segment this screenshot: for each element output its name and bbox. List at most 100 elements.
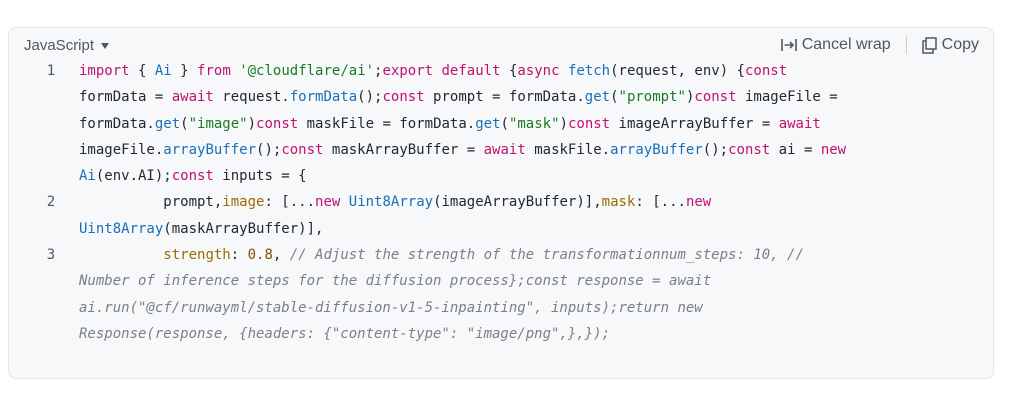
keyword: const [694, 89, 737, 106]
keyword: const [567, 115, 611, 132]
code-token: ) [559, 115, 568, 132]
code-line-1: 1 import { Ai } from '@cloudflare/ai';ex… [9, 58, 846, 189]
code-token: formData. [79, 115, 155, 132]
copy-button[interactable]: Copy [921, 36, 979, 54]
code-token [560, 63, 568, 79]
line-number: 2 [46, 194, 56, 211]
caret-down-icon [101, 42, 110, 49]
code-token [340, 194, 348, 210]
code-token: formData = [79, 89, 172, 106]
code-token: inputs = { [213, 168, 307, 185]
keyword: import [79, 63, 130, 79]
string-literal: '@cloudflare/ai' [239, 63, 375, 79]
code-token: ) [685, 89, 695, 106]
function-name: get [154, 115, 181, 132]
code-token: : [230, 247, 248, 264]
code-comment: Response(response, {headers: {"content-t… [79, 325, 611, 342]
function-name: get [584, 89, 611, 106]
toolbar-actions: Cancel wrap Copy [780, 36, 979, 54]
keyword: default [441, 63, 501, 79]
code-block: JavaScript Cancel wrap Copy [8, 27, 994, 379]
keyword: export [382, 63, 434, 79]
function-name: get [475, 115, 501, 132]
code-token: prompt = formData. [424, 89, 585, 106]
code-token: { [129, 63, 155, 79]
code-token: maskFile. [525, 141, 611, 158]
language-select[interactable]: JavaScript [24, 37, 110, 54]
copy-icon [921, 36, 937, 54]
keyword: await [171, 89, 214, 106]
number-literal: 0.8 [247, 247, 273, 264]
code-row: Uint8Array(maskArrayBuffer)], [79, 216, 846, 242]
property-name: strength [163, 247, 231, 264]
code-token: (request, env) { [610, 63, 745, 79]
language-label: JavaScript [24, 37, 95, 54]
code-token: ai = [770, 141, 821, 158]
keyword: from [197, 63, 231, 79]
code-row: import { Ai } from '@cloudflare/ai';expo… [79, 58, 846, 84]
code-token: ( [500, 115, 509, 132]
code-token: : [... [635, 194, 686, 211]
keyword: new [685, 194, 712, 211]
cancel-wrap-label: Cancel wrap [801, 36, 891, 53]
property-name: image [222, 194, 265, 211]
code-token: { [500, 63, 518, 79]
keyword: const [744, 63, 788, 79]
keyword: async [517, 63, 560, 79]
code-token: ) [247, 115, 257, 132]
code-token: (); [357, 89, 383, 106]
property-name: mask [601, 194, 636, 211]
code-row: imageFile.arrayBuffer();const maskArrayB… [79, 137, 846, 163]
code-token: : [... [264, 194, 316, 211]
code-token [231, 63, 239, 79]
code-comment: Number of inference steps for the diffus… [79, 273, 712, 290]
code-token [79, 247, 163, 263]
keyword: const [256, 115, 299, 132]
keyword: const [281, 141, 324, 158]
code-row: strength: 0.8, // Adjust the strength of… [79, 242, 846, 268]
code-line-2: 2 prompt,image: [...new Uint8Array(image… [9, 189, 846, 242]
code-row: formData.get("image")const maskFile = fo… [79, 111, 846, 137]
function-name: formData [289, 89, 358, 106]
code-token: (); [702, 141, 729, 158]
function-name: fetch [567, 63, 611, 79]
cancel-wrap-button[interactable]: Cancel wrap [780, 36, 891, 54]
code-token: imageArrayBuffer = [610, 115, 779, 132]
code-token: request. [213, 89, 290, 106]
code-token [433, 63, 441, 79]
wrap-toggle-icon [780, 39, 797, 51]
code-token: } [171, 63, 198, 79]
code-line-3: 3 strength: 0.8, // Adjust the strength … [9, 242, 846, 347]
code-row: prompt,image: [...new Uint8Array(imageAr… [79, 189, 846, 215]
copy-label: Copy [941, 36, 979, 53]
keyword: new [820, 141, 847, 158]
code-token: , [272, 247, 290, 264]
code-content: 1 import { Ai } from '@cloudflare/ai';ex… [9, 58, 846, 347]
code-token: (env.AI); [95, 168, 172, 185]
identifier: Uint8Array [348, 194, 434, 211]
code-token: (maskArrayBuffer)], [163, 220, 324, 237]
keyword: const [171, 168, 214, 185]
code-toolbar: JavaScript Cancel wrap Copy [9, 28, 993, 64]
keyword: await [778, 115, 821, 132]
code-token: prompt, [79, 194, 223, 211]
function-name: arrayBuffer [163, 141, 257, 158]
code-row: Ai(env.AI);const inputs = { [79, 163, 846, 189]
string-literal: "image" [188, 115, 248, 132]
string-literal: "prompt" [618, 89, 686, 106]
code-token: maskFile = formData. [298, 115, 476, 132]
code-token: imageFile. [79, 141, 164, 158]
code-token: ; [374, 63, 383, 79]
keyword: const [382, 89, 425, 106]
code-token: ( [180, 115, 189, 132]
code-token: imageFile = [736, 89, 838, 106]
toolbar-divider [905, 36, 907, 54]
string-literal: "mask" [508, 115, 560, 132]
code-comment: ai.run("@cf/runwayml/stable-diffusion-v1… [79, 299, 703, 316]
identifier: Ai [154, 63, 172, 79]
line-number: 3 [46, 247, 56, 264]
code-token: ( [610, 89, 619, 106]
keyword: const [728, 141, 771, 158]
line-number: 1 [46, 63, 56, 79]
identifier: Ai [79, 168, 96, 185]
